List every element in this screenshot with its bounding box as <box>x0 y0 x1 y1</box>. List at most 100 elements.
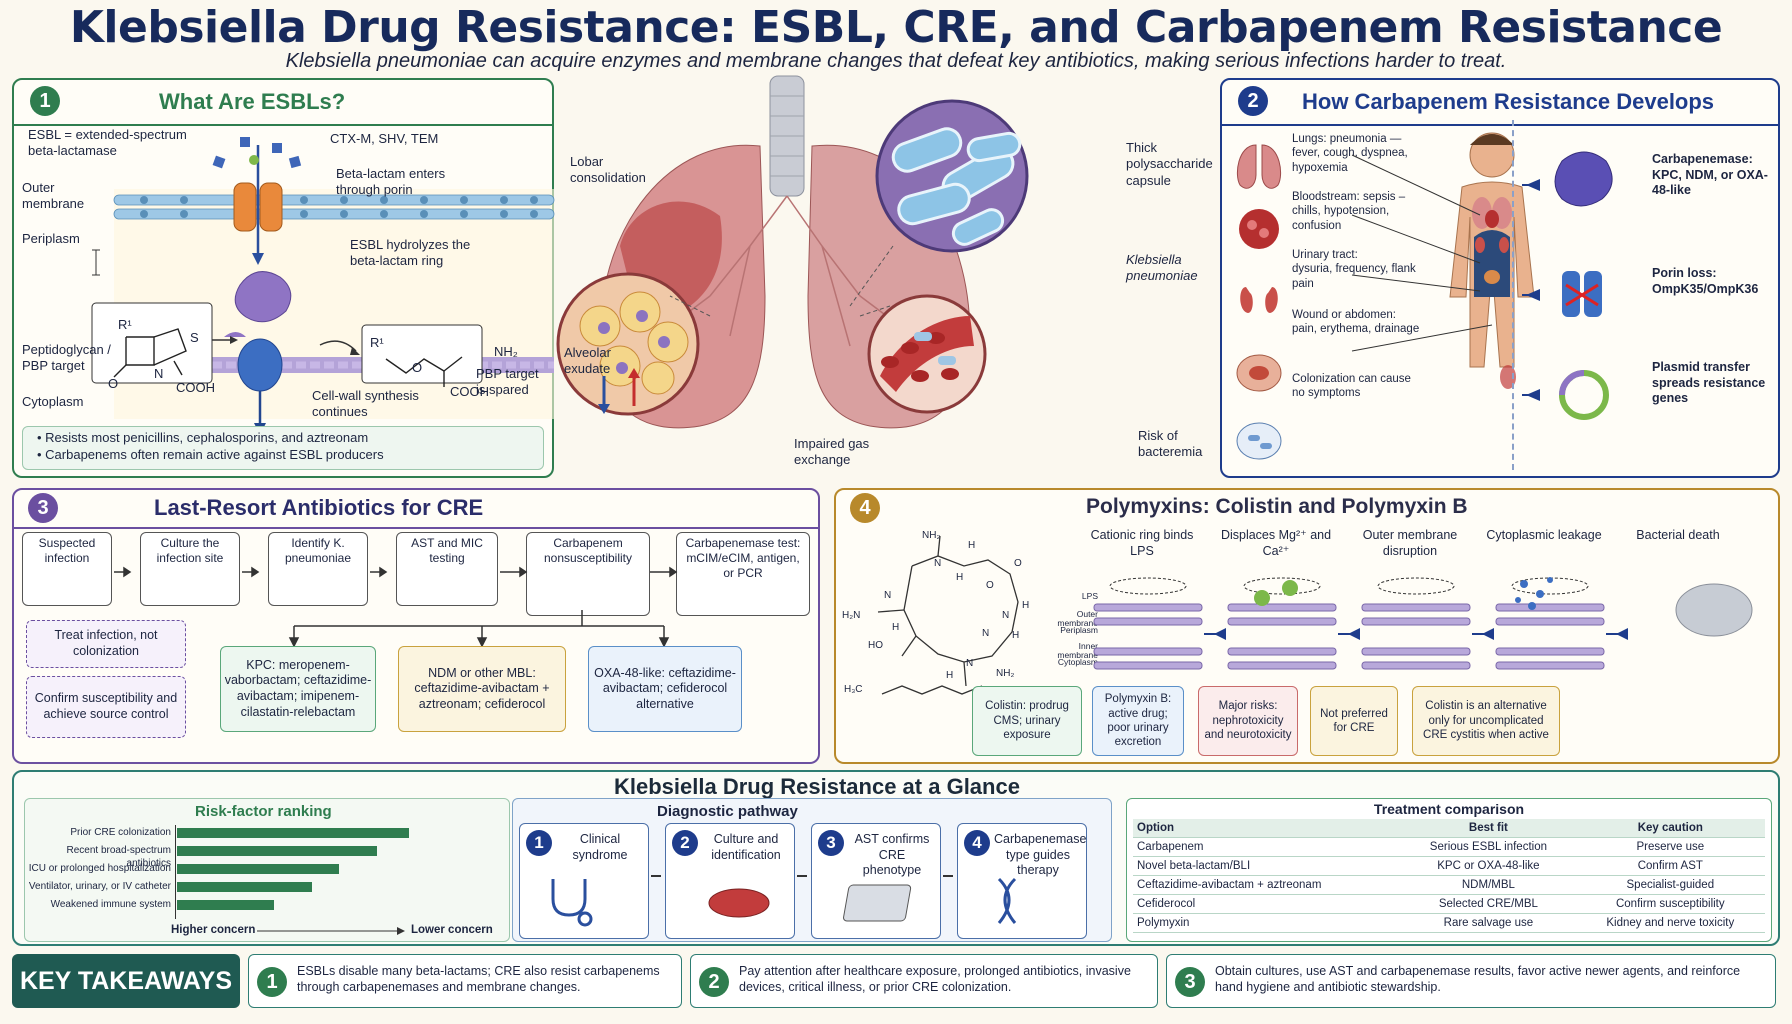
layer-label-2: Outer membrane <box>1057 609 1098 628</box>
table-cell: KPC or OXA-48-like <box>1401 856 1576 876</box>
esbl-bullet-2: • Carbapenems often remain active agains… <box>37 446 384 462</box>
mol-n: N <box>154 366 164 381</box>
mol-o1: O <box>1014 558 1022 569</box>
mol2-nh2: NH₂ <box>494 344 518 359</box>
diag-title: Diagnostic pathway <box>657 803 798 820</box>
impaired-gas-label: Impaired gas exchange <box>794 436 870 468</box>
table-cell: Serious ESBL infection <box>1401 837 1576 857</box>
cre-step-label: Suspected infection <box>38 536 96 565</box>
esbl-membrane-diagram <box>91 137 555 435</box>
mol-r1: R¹ <box>118 317 132 332</box>
takeaway-number: 2 <box>699 967 729 997</box>
poly-fact-5: Colistin is an alternative only for unco… <box>1412 686 1560 756</box>
risk-factor-label: Recent broad-spectrum antibiotics <box>66 845 172 869</box>
cre-flow-arrows <box>114 566 678 648</box>
poly-title: Polymyxins: Colistin and Polymyxin B <box>1086 495 1468 518</box>
layer-label-1: LPS <box>1081 591 1098 601</box>
cre-step-3: Identify K. pneumoniae <box>268 532 368 606</box>
risk-factor-label: Weakened immune system <box>50 899 171 910</box>
site-icons <box>1236 144 1282 460</box>
cre-step-5: Carbapenem nonsusceptibility <box>526 532 650 616</box>
mol-o2: O <box>986 580 994 591</box>
layer-label-3: Periplasm <box>1060 625 1098 635</box>
polymyxin-structure <box>877 535 1019 695</box>
cre-step-label: Carbapenem nonsusceptibility <box>543 536 633 565</box>
cre-title: Last-Resort Antibiotics for CRE <box>154 495 484 520</box>
mol-nh2-b: NH₂ <box>996 668 1015 679</box>
risk-factor-label: ICU or prolonged hospitalization <box>28 863 171 874</box>
cell-wall-continues-label: Cell-wall synthesis continues <box>312 388 419 420</box>
takeaway-text: ESBLs disable many beta-lactams; CRE als… <box>297 964 660 994</box>
pbp-spared-label: PBP target is spared <box>476 366 539 398</box>
esbl-bullets: • Resists most penicillins, cephalospori… <box>22 426 544 470</box>
alveolar-exudate-label: Alveolar exudate <box>564 345 611 377</box>
table-cell: NDM/MBL <box>1401 875 1576 895</box>
diag-icons <box>551 877 1017 927</box>
infection-site-detail: pain, erythema, drainage <box>1292 323 1420 336</box>
note-treat-infection: Treat infection, not colonization <box>26 620 186 668</box>
panel-number-4: 4 <box>850 493 880 523</box>
lung-illustration <box>556 75 1029 429</box>
layer-label-4: Inner membrane <box>1057 641 1098 660</box>
mol-s: S <box>190 330 199 345</box>
layer-label-5: Cytoplasm <box>1057 657 1098 667</box>
risk-chart-axis <box>175 825 176 919</box>
polymyxin-membrane-sequence <box>1093 577 1753 670</box>
mol2-r1: R¹ <box>370 335 384 350</box>
diag-step-number: 1 <box>526 830 552 856</box>
diag-step-label: Carbapenemase type guides therapy <box>994 832 1087 878</box>
mol-ho: HO <box>868 640 883 651</box>
infection-site-detail: chills, hypotension, confusion <box>1292 205 1390 232</box>
infection-site-3: Urinary tract:dysuria, frequency, flank … <box>1292 248 1422 291</box>
page-subtitle: Klebsiella pneumoniae can acquire enzyme… <box>285 50 1507 72</box>
poly-fact-2: Polymyxin B: active drug; poor urinary e… <box>1092 686 1184 756</box>
poly-stage-3: Outer membrane disruption <box>1362 528 1458 558</box>
cytoplasm-label: Cytoplasm <box>22 394 84 409</box>
diag-step-label: AST confirms CRE phenotype <box>854 832 930 878</box>
poly-fact-3: Major risks: nephrotoxicity and neurotox… <box>1198 686 1298 756</box>
mol-n5: N <box>982 628 990 639</box>
risk-chart-card: Risk-factor ranking Prior CRE colonizati… <box>24 798 510 942</box>
mol-h3c: H₃C <box>844 684 863 695</box>
risk-chart-title: Risk-factor ranking <box>195 803 332 820</box>
cre-panel: 3 Last-Resort Antibiotics for CRE Suspec… <box>12 488 820 764</box>
mol2-cooh: COOH <box>450 384 489 399</box>
esbl-definition: ESBL = extended-spectrum beta-lactamase <box>28 127 187 159</box>
risk-factor-label: Prior CRE colonization <box>70 827 171 838</box>
table-cell: Kidney and nerve toxicity <box>1575 913 1765 933</box>
table-cell: Confirm susceptibility <box>1575 894 1765 914</box>
mol-h6: H <box>1012 630 1020 641</box>
esbl-hydrolyzes-label: ESBL hydrolyzes the beta-lactam ring <box>350 237 471 269</box>
mol-n3: N <box>1002 610 1010 621</box>
infection-site-heading: Wound or abdomen: <box>1292 309 1396 321</box>
table-cell: Carbapenem <box>1133 837 1402 857</box>
mol-h3: H <box>1022 600 1030 611</box>
table-cell: Cefiderocol <box>1133 894 1402 914</box>
lobar-consolidation-label: Lobar consolidation <box>570 154 646 186</box>
glance-title: Klebsiella Drug Resistance at a Glance <box>614 774 1020 799</box>
table-cell: Polymyxin <box>1133 913 1402 933</box>
site-connector-lines <box>1351 154 1493 352</box>
mol-h2n: H₂N <box>842 610 861 621</box>
takeaway-text: Pay attention after healthcare exposure,… <box>739 964 1131 994</box>
cre-step-2: Culture the infection site <box>140 532 240 606</box>
capsule-label: Thick polysaccharide capsule <box>1126 140 1213 188</box>
takeaway-number: 3 <box>1175 967 1205 997</box>
mechanism-2: Porin loss: OmpK35/OmpK36 <box>1652 266 1759 296</box>
lower-concern-label: Lower concern <box>411 924 493 936</box>
infection-site-4: Wound or abdomen: pain, erythema, drainag… <box>1292 308 1422 337</box>
mechanism-3: Plasmid transfer spreads resistance gene… <box>1652 360 1766 406</box>
infection-site-detail: dysuria, frequency, flank pain <box>1292 263 1416 290</box>
mechanism-icons <box>1522 151 1613 420</box>
treatment-column-header: Best fit <box>1401 819 1576 838</box>
diag-step-number: 4 <box>964 830 990 856</box>
cre-step-6: Carbapenemase test: mCIM/eCIM, antigen, … <box>676 532 810 616</box>
cre-step-label: AST and MIC testing <box>411 536 483 565</box>
infection-site-heading: Bloodstream: sepsis – <box>1292 191 1406 203</box>
esbl-panel: 1 What Are ESBLs? <box>12 78 555 478</box>
risk-factor-bar <box>177 864 340 874</box>
klebsiella-label: Klebsiella pneumoniae <box>1126 252 1198 284</box>
